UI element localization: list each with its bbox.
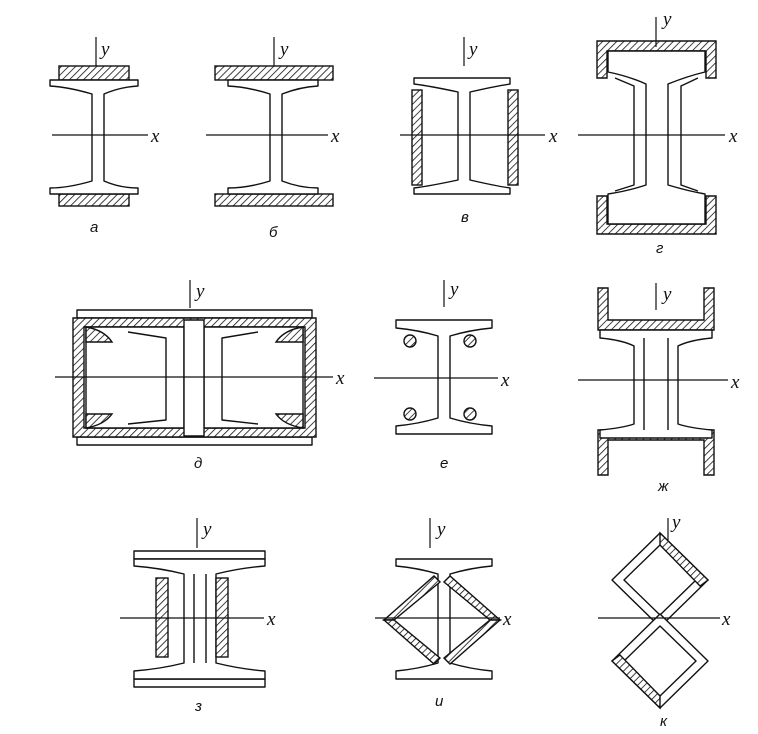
- cover-plate-bottom: [214, 193, 334, 207]
- x-axis-label: x: [330, 126, 340, 147]
- x-axis-label: x: [728, 126, 738, 147]
- section-z: y x з: [120, 518, 276, 715]
- web-center: [183, 319, 205, 437]
- section-e: y x е: [374, 279, 510, 472]
- y-axis-label: y: [278, 39, 289, 60]
- i-beam: [599, 329, 713, 439]
- section-d: y x д: [55, 280, 345, 472]
- cover-plate-top: [214, 65, 334, 81]
- figure-caption: и: [435, 693, 444, 710]
- side-plate-left: [411, 89, 423, 186]
- weld-br: [274, 413, 304, 429]
- weld-tr: [274, 326, 304, 343]
- section-k: y x к: [598, 512, 731, 730]
- i-beam: [395, 319, 493, 435]
- bottom-plate: [133, 678, 266, 688]
- x-axis-label: x: [335, 368, 345, 389]
- i-beam: [607, 50, 706, 225]
- y-axis-label: y: [194, 281, 205, 302]
- cover-plate-bottom: [58, 193, 130, 207]
- i-beam: [49, 79, 139, 195]
- section-zh: y x ж: [578, 283, 740, 495]
- angle-right-bottom: [442, 619, 502, 665]
- section-v: y x в: [400, 37, 558, 226]
- round-bar-tl: [403, 334, 417, 348]
- channel-left-inner: [127, 331, 167, 425]
- x-axis-label: x: [730, 372, 740, 393]
- figure-caption: ж: [657, 478, 669, 495]
- figure-caption: а: [90, 219, 98, 236]
- i-beam: [133, 558, 266, 680]
- section-i: y x и: [375, 518, 512, 710]
- angle-left-bottom: [382, 619, 442, 665]
- i-beam: [227, 79, 319, 195]
- bottom-plate: [76, 436, 313, 446]
- x-axis-label: x: [721, 609, 731, 630]
- weld-bl: [85, 413, 114, 429]
- section-g: y x г: [578, 9, 738, 257]
- angle-right-top: [442, 575, 502, 621]
- y-axis-label: y: [99, 39, 110, 60]
- y-axis-label: y: [467, 39, 478, 60]
- y-axis-label: y: [661, 9, 672, 30]
- round-bar-br: [463, 407, 477, 421]
- x-axis-label: x: [150, 126, 160, 147]
- y-axis-label: y: [670, 512, 681, 533]
- x-axis-label: x: [502, 609, 512, 630]
- section-a: y x а: [49, 37, 160, 236]
- figure-caption: б: [269, 224, 278, 241]
- figure-caption: г: [656, 240, 664, 257]
- channel-cap-top: [596, 40, 717, 79]
- top-plate: [133, 550, 266, 560]
- figure-caption: в: [461, 209, 469, 226]
- i-beam: [413, 77, 511, 195]
- diamond-top-hatch: [659, 531, 710, 587]
- y-axis-label: y: [201, 519, 212, 540]
- channel-right-inner: [221, 331, 259, 425]
- angle-left-top: [382, 575, 442, 621]
- figure-caption: к: [660, 713, 668, 730]
- figure-caption: д: [194, 455, 202, 472]
- figure-caption: з: [194, 698, 202, 715]
- y-axis-label: y: [435, 519, 446, 540]
- diamond-bottom-hatch: [610, 654, 661, 710]
- round-bar-bl: [403, 407, 417, 421]
- figure-caption: е: [440, 455, 448, 472]
- section-b: y x б: [206, 37, 340, 241]
- i-beam: [395, 558, 493, 680]
- round-bar-tr: [463, 334, 477, 348]
- x-axis-label: x: [500, 370, 510, 391]
- weld-tl: [85, 326, 114, 343]
- y-axis-label: y: [661, 284, 672, 305]
- x-axis-label: x: [266, 609, 276, 630]
- x-axis-label: x: [548, 126, 558, 147]
- y-axis-label: y: [448, 279, 459, 300]
- side-plate-right: [507, 89, 519, 186]
- cover-plate-top: [58, 65, 130, 81]
- top-plate: [76, 309, 313, 319]
